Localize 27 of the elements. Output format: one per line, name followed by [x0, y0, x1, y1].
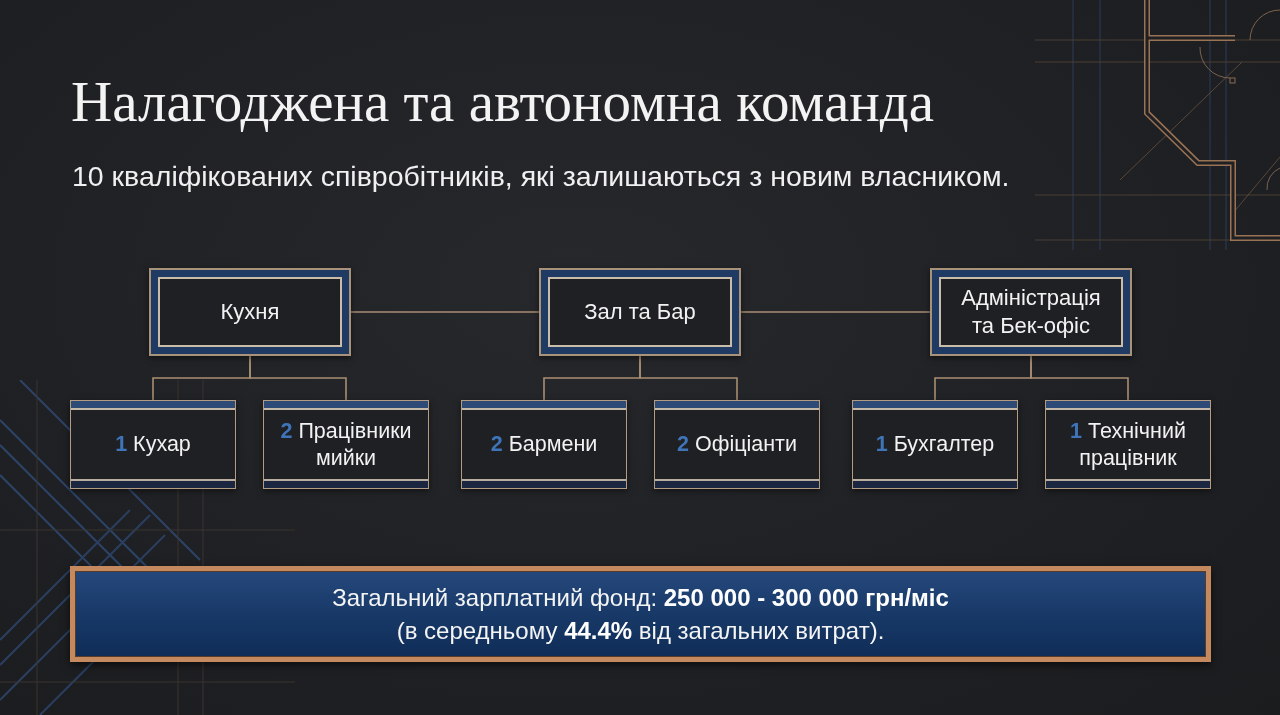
connector-line [639, 355, 738, 401]
role-label: 2 Працівники мийки [279, 417, 413, 472]
role-label: 1 Бухгалтер [875, 431, 995, 458]
role-box [461, 400, 627, 489]
department-name: Кухня [220, 298, 280, 326]
role-label: 2 Бармени [490, 431, 598, 458]
connector-line [350, 311, 540, 313]
role-box [263, 400, 429, 489]
summary-text: Загальний зарплатний фонд: 250 000 - 300 000 грн/міс (в середньому 44.4% від загальних витрат). [331, 583, 950, 646]
role-label: 1 Технічний працівник [1069, 417, 1187, 472]
department-box [149, 268, 351, 356]
role-label: 1 Кухар [115, 431, 191, 458]
department-name: Зал та Бар [584, 298, 696, 326]
role-box [654, 400, 820, 489]
department-name: Адміністрація та Бек-офіс [960, 284, 1102, 340]
connector-line [1030, 355, 1129, 401]
connector-line [740, 311, 931, 313]
role-label: 2 Офіціанти [677, 431, 797, 458]
department-box [930, 268, 1132, 356]
slide-title: Налагоджена та автономна команда [71, 70, 935, 134]
department-box [539, 268, 741, 356]
role-box [852, 400, 1018, 489]
role-box [1045, 400, 1211, 489]
subtitle-text: 10 кваліфікованих співробітників, які залишаються з новим власником. [72, 159, 1010, 194]
summary-banner [70, 566, 1211, 662]
role-box [70, 400, 236, 489]
connector-line [249, 355, 347, 401]
